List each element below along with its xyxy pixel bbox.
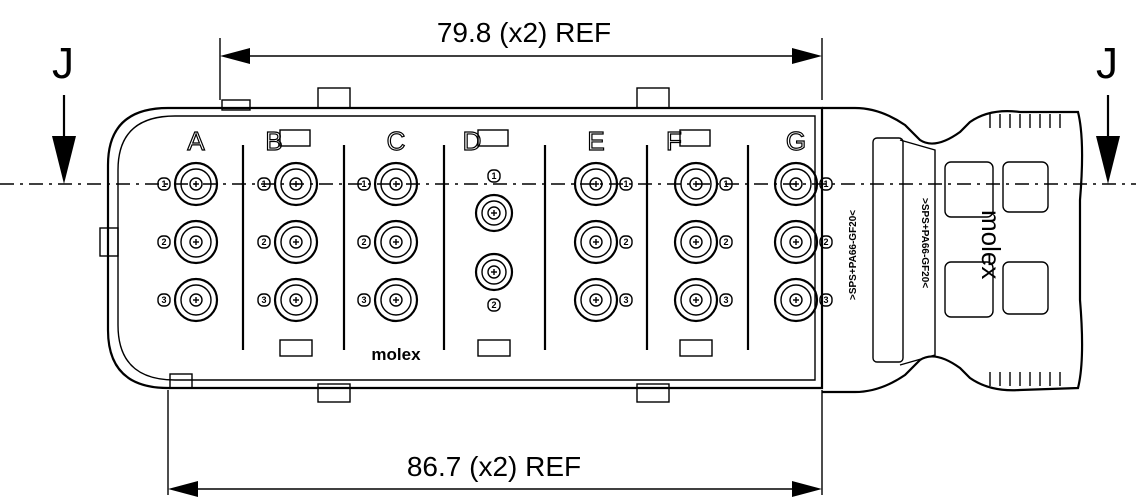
pin-number: 3: [623, 295, 628, 305]
column-g: G 1 2 3: [773, 125, 833, 323]
pin-number: 3: [161, 295, 166, 305]
connector-body: [99, 106, 824, 390]
pin-number: 2: [623, 237, 628, 247]
cavity-columns: A 1 2 3 B 1 2 3 C 1 2 3 D 1 2 E 1 2 3 F 1 2 3 G 1 2 3: [157, 125, 833, 357]
section-marker-left-label: J: [52, 39, 74, 88]
pin-number: 3: [261, 295, 266, 305]
cavity: 2: [257, 219, 319, 265]
pin-number: 2: [361, 237, 366, 247]
top-ribs: [221, 87, 670, 111]
cavity: 1: [773, 161, 833, 207]
column-a: A 1 2 3: [157, 125, 219, 323]
bottom-slot: [679, 339, 713, 357]
pin-number: 2: [823, 237, 828, 247]
cavity: 3: [357, 277, 419, 323]
section-marker-right-label: J: [1096, 39, 1118, 88]
column-b: B 1 2 3: [257, 125, 319, 357]
column-d: D 1 2: [462, 125, 514, 357]
cavity: 3: [673, 277, 733, 323]
brand-mark-body: molex: [371, 345, 421, 364]
column-label: D: [463, 126, 482, 156]
latch-housing: [822, 106, 1084, 394]
cavity: 3: [157, 277, 219, 323]
pin-number: 2: [261, 237, 266, 247]
column-c: C 1 2 3: [357, 125, 419, 323]
top-slot: [279, 129, 311, 147]
cavity: 1: [573, 161, 633, 207]
cavity: 3: [257, 277, 319, 323]
cavity: 2: [673, 219, 733, 265]
cavity: 3: [773, 277, 833, 323]
top-slot: [477, 129, 509, 147]
cavity: 1: [474, 169, 514, 233]
cavity: 2: [357, 219, 419, 265]
cavity: 2: [573, 219, 633, 265]
pin-number: 1: [161, 179, 166, 189]
pin-number: 1: [623, 179, 628, 189]
top-slot: [679, 129, 711, 147]
pin-number: 1: [361, 179, 366, 189]
cavity: 2: [773, 219, 833, 265]
material-mark-2: >SPS+PA66-GF20<: [919, 198, 930, 288]
pin-number: 3: [361, 295, 366, 305]
pin-number: 1: [823, 179, 828, 189]
bottom-slot: [279, 339, 313, 357]
cavity: 1: [157, 161, 219, 207]
pin-number: 1: [491, 171, 496, 181]
top-dimension: 79.8 (x2) REF: [219, 17, 823, 100]
cavity: 1: [257, 161, 319, 207]
column-label: C: [387, 126, 406, 156]
pin-number: 1: [261, 179, 266, 189]
column-e: E 1 2 3: [573, 125, 633, 323]
cavity: 1: [357, 161, 419, 207]
cavity: 2: [157, 219, 219, 265]
pin-number: 1: [723, 179, 728, 189]
pin-number: 2: [723, 237, 728, 247]
pin-number: 3: [723, 295, 728, 305]
material-mark-1: >SPS+PA66-GF20<: [848, 210, 859, 300]
pin-number: 2: [491, 300, 496, 310]
pin-number: 2: [161, 237, 166, 247]
column-dividers: [241, 145, 750, 350]
section-marker-left: J: [52, 39, 76, 184]
pin-number: 3: [823, 295, 828, 305]
section-marker-right: J: [1096, 39, 1120, 184]
bottom-dimension-label: 86.7 (x2) REF: [407, 451, 581, 482]
column-label: G: [786, 126, 806, 156]
cavity: 2: [474, 252, 514, 312]
column-label: E: [587, 126, 604, 156]
column-label: B: [265, 126, 282, 156]
brand-mark-latch: molex: [976, 210, 1006, 279]
column-label: F: [666, 126, 682, 156]
bottom-dimension: 86.7 (x2) REF: [167, 390, 823, 497]
top-dimension-label: 79.8 (x2) REF: [437, 17, 611, 48]
column-f: F 1 2 3: [665, 125, 733, 357]
column-label: A: [187, 126, 205, 156]
cavity: 1: [673, 161, 733, 207]
bottom-slot: [477, 339, 511, 357]
latch-serrations: [989, 114, 1061, 386]
cavity: 3: [573, 277, 633, 323]
